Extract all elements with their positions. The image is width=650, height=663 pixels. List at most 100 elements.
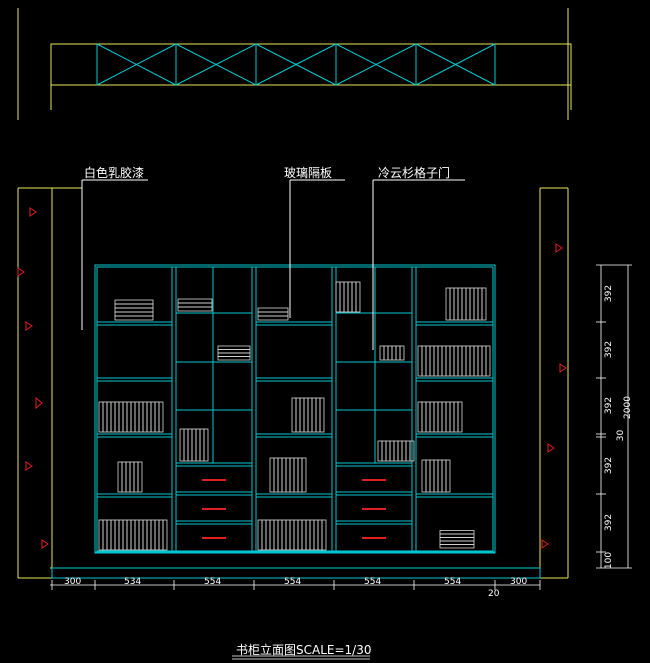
book bbox=[146, 519, 152, 551]
book bbox=[481, 287, 487, 321]
book-stack bbox=[439, 544, 475, 549]
book bbox=[121, 461, 127, 493]
book bbox=[421, 401, 427, 433]
book bbox=[421, 345, 427, 377]
book bbox=[138, 519, 144, 551]
book bbox=[303, 397, 309, 433]
book bbox=[453, 345, 459, 377]
book bbox=[457, 401, 463, 433]
book bbox=[150, 519, 156, 551]
book bbox=[437, 401, 443, 433]
book-stack bbox=[439, 533, 475, 538]
book bbox=[473, 287, 479, 321]
book bbox=[445, 287, 451, 321]
book bbox=[433, 401, 439, 433]
book bbox=[389, 440, 395, 462]
book bbox=[187, 428, 193, 462]
book bbox=[273, 519, 279, 551]
book-stack bbox=[257, 315, 289, 321]
book bbox=[421, 459, 427, 493]
book bbox=[114, 401, 120, 433]
book bbox=[449, 401, 455, 433]
book bbox=[417, 345, 423, 377]
book bbox=[441, 401, 447, 433]
book bbox=[134, 401, 140, 433]
dim-right-2: 392 bbox=[604, 340, 615, 359]
wall-outline bbox=[17, 180, 569, 579]
book bbox=[461, 345, 467, 377]
ceiling-soffit bbox=[17, 8, 572, 120]
book bbox=[343, 281, 349, 313]
book bbox=[469, 287, 475, 321]
book bbox=[293, 519, 299, 551]
book bbox=[158, 519, 164, 551]
book-stack bbox=[177, 306, 213, 312]
book-stack bbox=[217, 356, 251, 361]
book bbox=[417, 401, 423, 433]
book bbox=[397, 440, 403, 462]
book bbox=[477, 287, 483, 321]
book bbox=[429, 459, 435, 493]
dim-right-5: 392 bbox=[604, 513, 615, 532]
book bbox=[481, 345, 487, 377]
book bbox=[449, 287, 455, 321]
book bbox=[391, 345, 397, 361]
book bbox=[465, 345, 471, 377]
book bbox=[162, 519, 168, 551]
book bbox=[405, 440, 411, 462]
book bbox=[313, 519, 319, 551]
book bbox=[347, 281, 353, 313]
book-stack bbox=[439, 537, 475, 542]
book bbox=[118, 401, 124, 433]
book-stack bbox=[114, 303, 154, 309]
book bbox=[281, 519, 287, 551]
book bbox=[133, 461, 139, 493]
book bbox=[351, 281, 357, 313]
book bbox=[117, 461, 123, 493]
wall-hatch-markers bbox=[17, 207, 567, 549]
book bbox=[179, 428, 185, 462]
book bbox=[319, 397, 325, 433]
book-stack bbox=[114, 299, 154, 305]
book bbox=[383, 345, 389, 361]
book bbox=[130, 519, 136, 551]
book bbox=[445, 459, 451, 493]
book-stack bbox=[257, 307, 289, 313]
book bbox=[305, 519, 311, 551]
book bbox=[183, 428, 189, 462]
book-stack bbox=[114, 311, 154, 317]
book bbox=[457, 345, 463, 377]
book bbox=[199, 428, 205, 462]
book bbox=[317, 519, 323, 551]
dim-right-1: 392 bbox=[604, 284, 615, 303]
book bbox=[301, 519, 307, 551]
dim-bottom-4: 554 bbox=[284, 577, 302, 587]
book bbox=[195, 428, 201, 462]
book-stack bbox=[177, 298, 213, 304]
book bbox=[309, 519, 315, 551]
callout-door: 冷云杉格子门 bbox=[378, 166, 451, 180]
book-stack bbox=[439, 540, 475, 545]
book bbox=[437, 459, 443, 493]
book bbox=[114, 519, 120, 551]
book-stack bbox=[114, 307, 154, 313]
dim-bottom-5: 554 bbox=[364, 577, 382, 587]
book bbox=[311, 397, 317, 433]
book bbox=[203, 428, 209, 462]
book bbox=[102, 519, 108, 551]
book bbox=[110, 519, 116, 551]
book bbox=[150, 401, 156, 433]
book bbox=[137, 461, 143, 493]
book bbox=[265, 519, 271, 551]
book bbox=[437, 345, 443, 377]
book bbox=[449, 345, 455, 377]
book-stack bbox=[439, 530, 475, 535]
book bbox=[429, 401, 435, 433]
book bbox=[98, 401, 104, 433]
book bbox=[273, 457, 279, 493]
book bbox=[118, 519, 124, 551]
book bbox=[321, 519, 327, 551]
book bbox=[261, 519, 267, 551]
book bbox=[477, 345, 483, 377]
